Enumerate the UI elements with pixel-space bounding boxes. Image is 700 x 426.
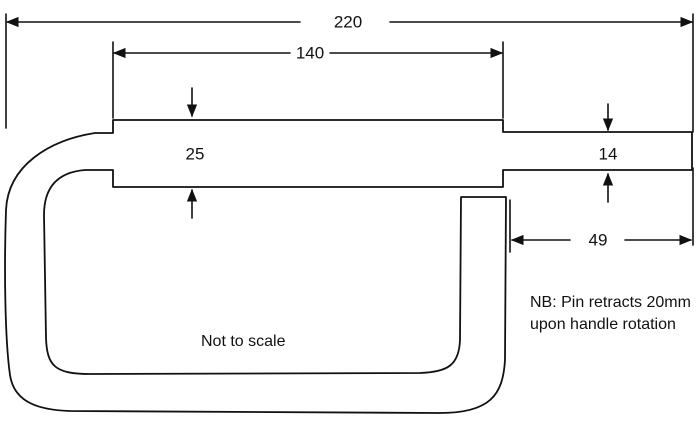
not-to-scale-note: Not to scale <box>201 333 286 350</box>
shaft-thickness-label: 25 <box>181 145 209 163</box>
pin-retract-note-line-2: upon handle rotation <box>530 316 676 333</box>
pin-retract-note: NB: Pin retracts 20mm upon handle rotati… <box>530 292 691 336</box>
handle-outline <box>4 119 693 414</box>
pin-thickness-label: 14 <box>594 145 622 163</box>
pin-length-label: 49 <box>584 231 612 249</box>
overall-length-label: 220 <box>329 13 367 31</box>
shaft-length-label: 140 <box>291 44 329 62</box>
pin-retract-note-line-1: NB: Pin retracts 20mm <box>530 294 691 311</box>
